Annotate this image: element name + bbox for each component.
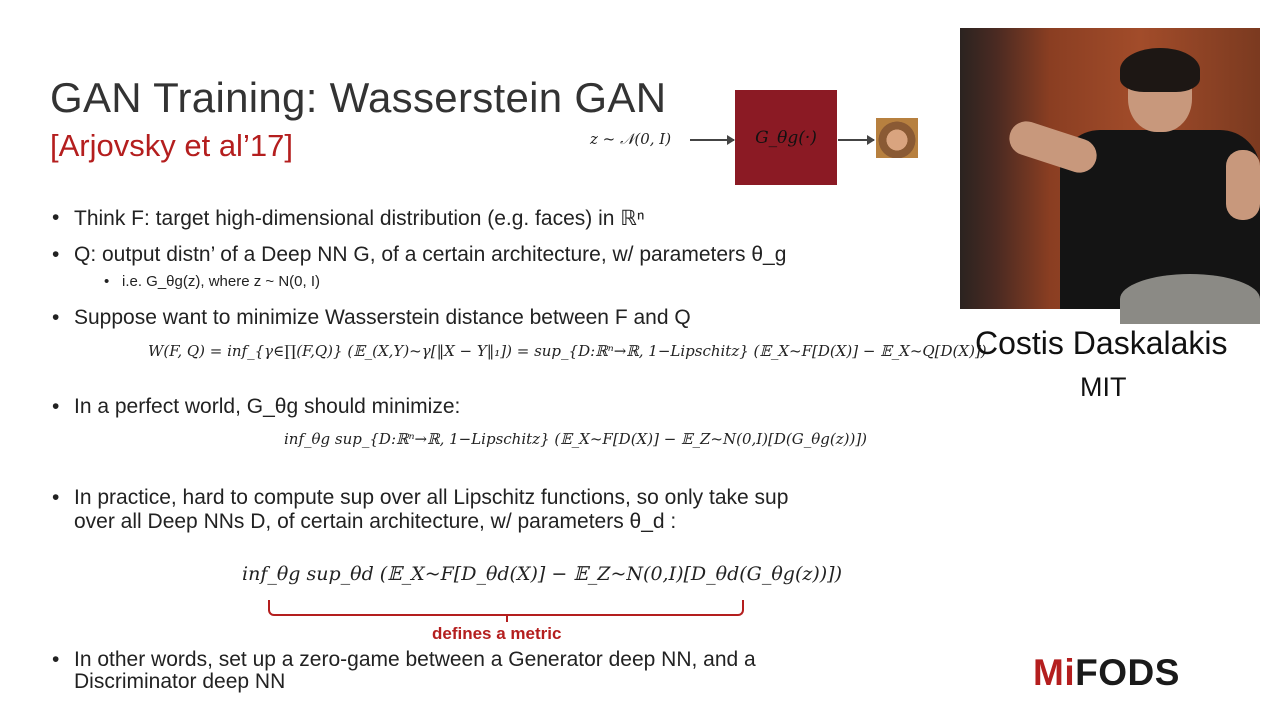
practice-equation: inf_θg sup_θd (𝔼_X~F[D_θd(X)] − 𝔼_Z~N(0,… — [242, 563, 843, 585]
bullet-continuation: Discriminator deep NN — [74, 670, 286, 693]
bullet-icon: • — [52, 206, 60, 229]
bullet-icon: • — [52, 648, 60, 671]
generator-label: G_θg(·) — [755, 127, 817, 148]
bullet-item: • Suppose want to minimize Wasserstein d… — [52, 306, 691, 329]
metric-annotation: defines a metric — [432, 624, 562, 643]
audience-head — [1120, 274, 1260, 324]
bullet-icon: • — [52, 486, 60, 509]
perfect-world-equation: inf_θg sup_{D:ℝⁿ→ℝ, 1−Lipschitz} (𝔼_X~F[… — [284, 430, 868, 448]
bullet-item: • In practice, hard to compute sup over … — [52, 486, 789, 509]
bullet-continuation: over all Deep NNs D, of certain architec… — [74, 510, 677, 533]
speaker-arm — [1226, 150, 1260, 220]
slide-title: GAN Training: Wasserstein GAN — [50, 74, 667, 121]
generated-face-image — [876, 118, 918, 158]
speaker-name: Costis Daskalakis — [975, 325, 1228, 361]
bullet-icon: • — [52, 243, 60, 266]
arrow-icon — [838, 135, 875, 145]
mifods-logo: MiFODS — [1033, 652, 1180, 693]
bullet-item: • Q: output distn’ of a Deep NN G, of a … — [52, 243, 787, 266]
bullet-item: • In other words, set up a zero-game bet… — [52, 648, 756, 671]
bullet-icon: • — [104, 273, 110, 290]
citation: [Arjovsky et al’17] — [50, 128, 293, 163]
bullet-icon: • — [52, 395, 60, 418]
latent-distribution-label: z ~ 𝒩(0, I) — [590, 130, 672, 148]
bullet-icon: • — [52, 306, 60, 329]
brace-icon — [268, 600, 744, 622]
sub-bullet-item: • i.e. G_θg(z), where z ~ N(0, I) — [104, 273, 320, 290]
bullet-item: • Think F: target high-dimensional distr… — [52, 206, 645, 230]
arrow-icon — [690, 135, 735, 145]
speaker-affiliation: MIT — [1080, 372, 1127, 402]
generator-box: G_θg(·) — [735, 90, 837, 185]
bullet-item: • In a perfect world, G_θg should minimi… — [52, 395, 461, 418]
wasserstein-equation: W(F, Q) = inf_{γ∈∏(F,Q)} (𝔼_(X,Y)~γ[‖X −… — [148, 342, 987, 360]
speaker-hair — [1120, 48, 1200, 92]
